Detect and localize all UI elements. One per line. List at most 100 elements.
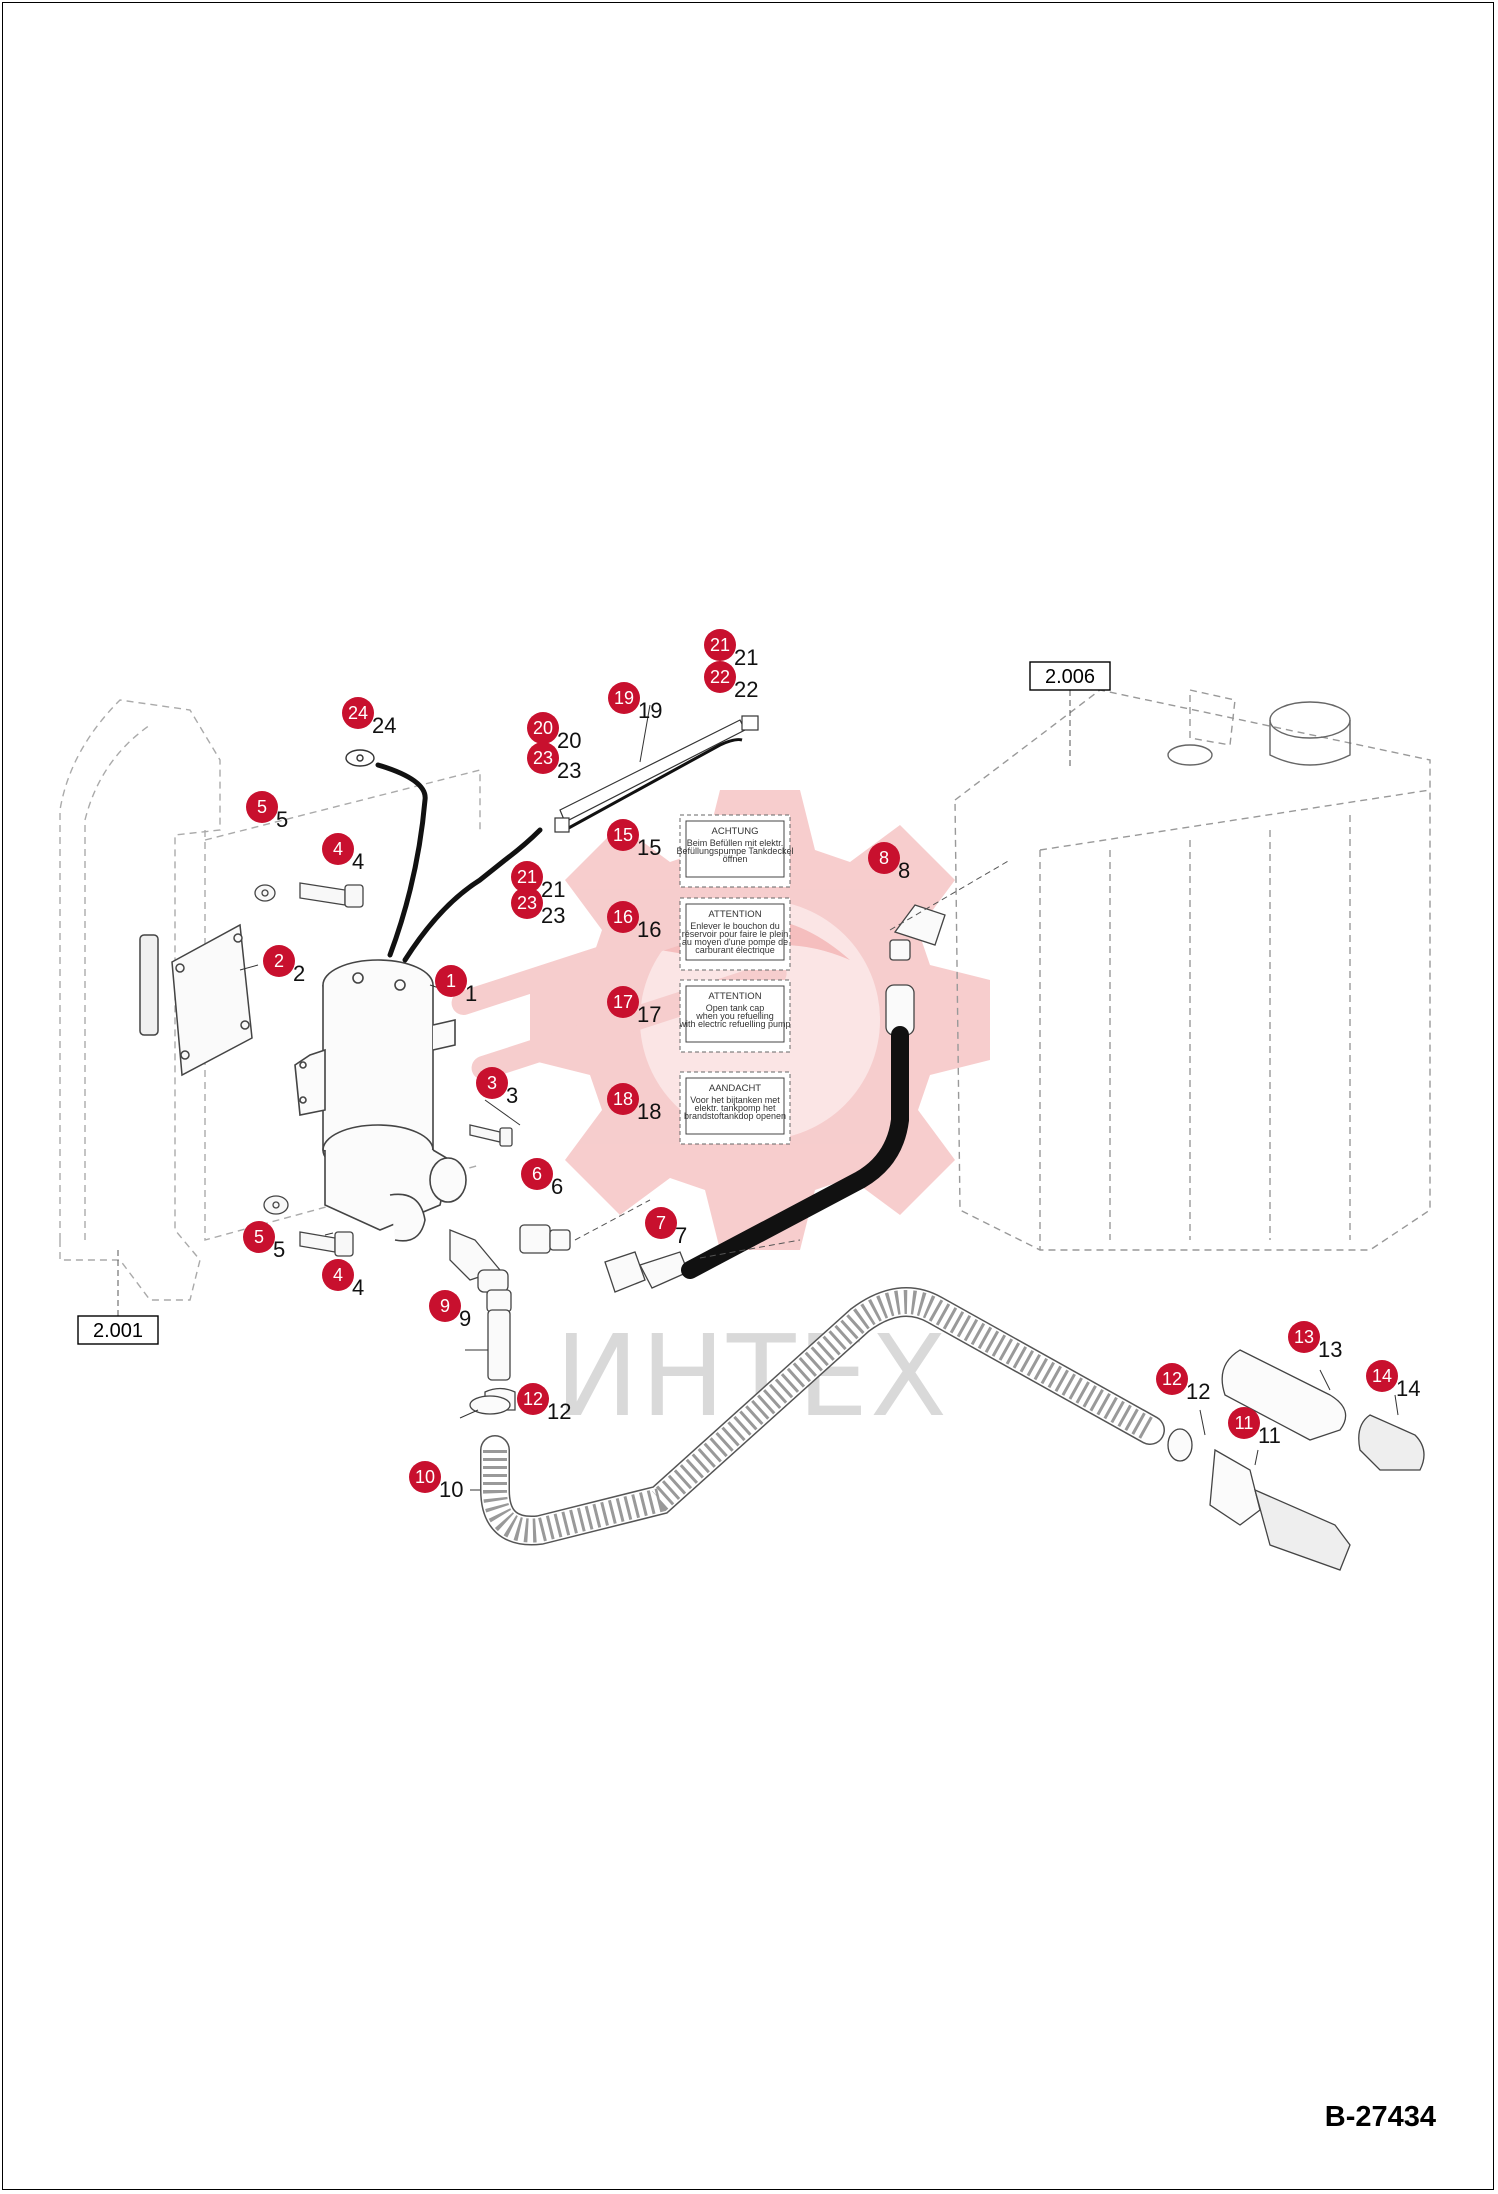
callout-9: 99 xyxy=(429,1290,471,1331)
hose-fittings xyxy=(449,904,946,1411)
callout-number: 18 xyxy=(613,1089,633,1109)
label-plate-outline xyxy=(679,1071,791,1145)
callout-number: 2 xyxy=(274,951,284,971)
callout-number: 16 xyxy=(613,907,633,927)
callout-circle xyxy=(1288,1321,1320,1353)
callout-ghost-number: 14 xyxy=(1396,1376,1420,1401)
callout-ghost-number: 4 xyxy=(352,1275,364,1300)
leader-lines xyxy=(117,690,1071,1320)
mounting-plate xyxy=(139,923,253,1077)
callout-ghost-number: 18 xyxy=(637,1099,661,1124)
callout-circle xyxy=(645,1207,677,1239)
label-body-line: elektr. tankpomp het xyxy=(694,1103,776,1113)
callout-4: 44 xyxy=(322,833,364,874)
callout-circle xyxy=(435,965,467,997)
reference-box-2001: 2.001 xyxy=(77,1315,159,1345)
callout-number: 17 xyxy=(613,992,633,1012)
callout-circle xyxy=(517,1383,549,1415)
callout-number: 6 xyxy=(532,1164,542,1184)
electrical-wires xyxy=(375,762,543,963)
callout-number: 10 xyxy=(415,1467,435,1487)
callout-number: 13 xyxy=(1294,1327,1314,1347)
callout-6: 66 xyxy=(521,1158,563,1199)
callout-4: 44 xyxy=(322,1259,364,1300)
callout-number: 7 xyxy=(656,1213,666,1233)
callout-ghost-number: 23 xyxy=(557,758,581,783)
callout-number: 22 xyxy=(710,667,730,687)
callout-ghost-number: 22 xyxy=(734,677,758,702)
callout-number: 24 xyxy=(348,703,368,723)
callout-ghost-number: 13 xyxy=(1318,1337,1342,1362)
callout-circle xyxy=(1228,1407,1260,1439)
label-plate-border xyxy=(685,903,785,961)
callout-number: 11 xyxy=(1235,1413,1254,1433)
callout-ghost-number: 11 xyxy=(1258,1423,1281,1448)
label-plate-border xyxy=(685,985,785,1043)
label-body-line: Beim Befüllen mit elektr. xyxy=(687,838,784,848)
callout-circle xyxy=(521,1158,553,1190)
callout-ghost-number: 24 xyxy=(372,713,396,738)
callout-ghost-number: 5 xyxy=(276,807,288,832)
callout-5: 55 xyxy=(243,1221,285,1262)
callout-number: 19 xyxy=(614,688,634,708)
bolts-and-washers xyxy=(254,882,513,1257)
label-plate-border xyxy=(685,820,785,878)
cable-harness xyxy=(554,715,759,833)
callout-number: 4 xyxy=(333,1265,343,1285)
callout-circle xyxy=(1366,1360,1398,1392)
label-body-line: carburant électrique xyxy=(695,945,775,955)
callout-circle xyxy=(511,861,543,893)
callout-circle xyxy=(868,842,900,874)
reference-box-2006: 2.006 xyxy=(1029,661,1111,691)
callout-circle xyxy=(704,661,736,693)
callout-circle xyxy=(429,1290,461,1322)
braided-suction-hose xyxy=(480,1287,1165,1546)
label-heading: ATTENTION xyxy=(708,909,761,920)
callout-circle xyxy=(409,1461,441,1493)
callout-ghost-number: 1 xyxy=(465,981,477,1006)
fuel-pump xyxy=(294,959,467,1242)
callout-ghost-number: 9 xyxy=(459,1306,471,1331)
label-body-line: Befüllungspumpe Tankdeckel xyxy=(677,846,794,856)
callout-number: 12 xyxy=(523,1389,543,1409)
callout-number: 12 xyxy=(1162,1369,1182,1389)
callout-ghost-number: 19 xyxy=(638,698,662,723)
callout-ghost-number: 12 xyxy=(1186,1379,1210,1404)
callout-number: 23 xyxy=(517,893,537,913)
callout-circle xyxy=(607,901,639,933)
solid-leaders xyxy=(239,704,1399,1491)
callout-ghost-number: 8 xyxy=(898,858,910,883)
label-body-line: with electric refuelling pump xyxy=(678,1019,790,1029)
callout-ghost-number: 12 xyxy=(547,1399,571,1424)
label-body-line: au moyen d'une pompe de xyxy=(682,937,788,947)
callout-circle xyxy=(607,986,639,1018)
callout-number: 15 xyxy=(613,825,633,845)
callout-number: 21 xyxy=(710,635,730,655)
label-plate-outline xyxy=(679,897,791,971)
callout-ghost-number: 7 xyxy=(675,1223,687,1248)
callout-8: 88 xyxy=(868,842,910,883)
callout-number: 3 xyxy=(487,1073,497,1093)
callout-7: 77 xyxy=(645,1207,687,1248)
callout-ghost-number: 10 xyxy=(439,1477,463,1502)
label-body-line: when you refuelling xyxy=(695,1011,774,1021)
label-body-line: brandstoftankdop openen xyxy=(684,1111,786,1121)
callout-ghost-number: 5 xyxy=(273,1237,285,1262)
